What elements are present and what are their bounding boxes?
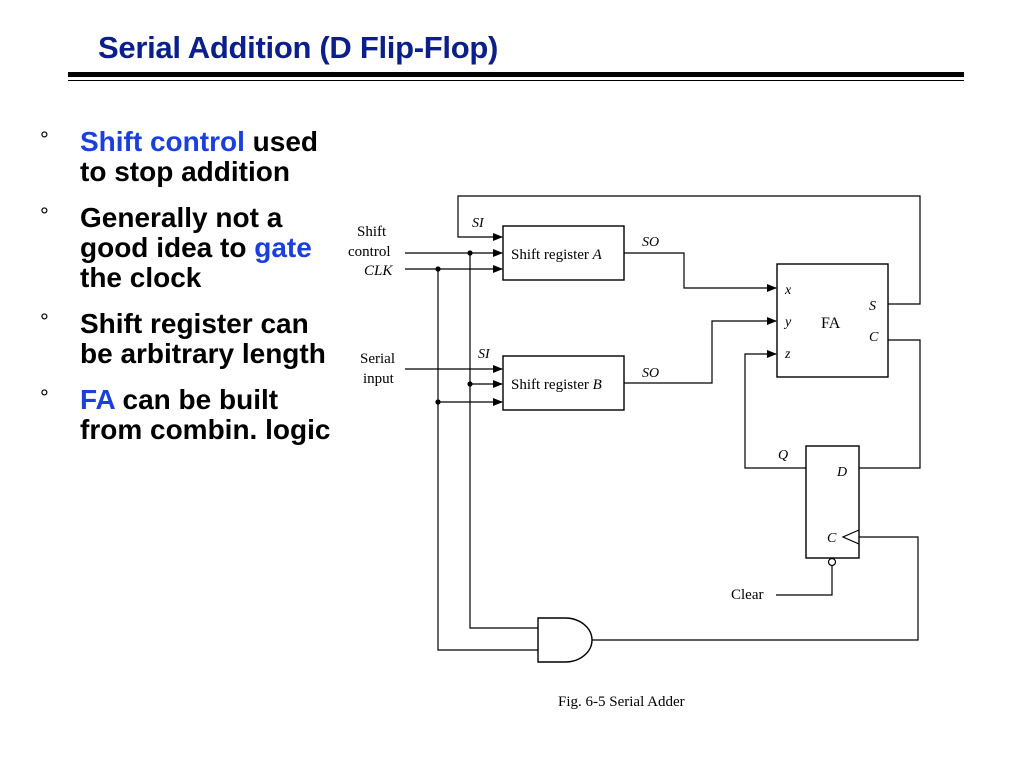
bullet-text-pre: Generally not a good idea to: [80, 202, 283, 263]
wire-q-to-z: [744, 350, 806, 469]
bullet-text: used to stop addition: [80, 126, 319, 187]
shift-register-a: [502, 225, 625, 281]
junction-dot: [435, 399, 441, 405]
wire-shift-control-b: [469, 253, 503, 388]
clock-triangle-icon: [841, 529, 860, 545]
bullet-shift-register: ° Shift register can be arbitrary length: [40, 309, 340, 369]
title-rule-thin: [68, 80, 964, 81]
bullet-gate-clock: ° Generally not a good idea to gate the …: [40, 203, 340, 293]
fa-input-y: y: [783, 315, 792, 330]
shift-register-b-label: Shift register B: [511, 377, 602, 393]
clear-bubble-icon: [827, 557, 837, 567]
ff-d-label: D: [836, 465, 847, 480]
title-rule-thick: [68, 72, 964, 77]
junction-dot: [467, 381, 473, 387]
bullet-degree-icon: °: [40, 203, 49, 228]
fa-output-c: C: [869, 330, 879, 345]
wire-shift-control-gate: [469, 384, 538, 629]
so-a-label: SO: [642, 235, 659, 250]
wire-so-a-to-x: [624, 252, 777, 292]
fa-label: FA: [821, 315, 841, 332]
shift-register-b: [502, 355, 625, 411]
fa-input-z: z: [784, 347, 791, 362]
shift-register-a-label: Shift register A: [511, 247, 603, 263]
figure-caption: Fig. 6-5 Serial Adder: [558, 694, 685, 710]
wire-carry-to-d: [859, 339, 921, 469]
fa-output-s: S: [869, 299, 876, 314]
bullet-highlight: FA: [80, 384, 115, 415]
junction-dot: [467, 250, 473, 256]
wire-sum-to-si-a: [457, 195, 921, 305]
ff-q-label: Q: [778, 448, 788, 463]
bullet-text: Shift register can be arbitrary length: [80, 308, 326, 369]
and-gate: [537, 617, 593, 663]
bullet-degree-icon: °: [40, 309, 49, 334]
bullet-degree-icon: °: [40, 127, 49, 152]
bullet-highlight: Shift control: [80, 126, 245, 157]
si-b-label: SI: [478, 347, 491, 362]
wire-clear: [776, 566, 833, 596]
fa-input-x: x: [784, 283, 792, 298]
so-b-label: SO: [642, 366, 659, 381]
bullet-text: can be built from combin. logic: [80, 384, 331, 445]
label-serial: Serial: [360, 351, 395, 367]
label-control: control: [348, 244, 391, 260]
wire-clk-gate: [437, 402, 538, 651]
bullet-shift-control: ° Shift control used to stop addition: [40, 127, 340, 187]
slide-title: Serial Addition (D Flip-Flop): [98, 30, 498, 65]
bullet-text-post: the clock: [80, 262, 202, 293]
d-flip-flop: [805, 445, 860, 559]
bullet-list: ° Shift control used to stop addition ° …: [40, 127, 340, 461]
bullet-degree-icon: °: [40, 385, 49, 410]
wire-so-b-to-y: [624, 317, 777, 384]
full-adder: [776, 263, 889, 378]
label-shift: Shift: [357, 224, 387, 240]
clear-label: Clear: [731, 587, 763, 603]
junction-dot: [435, 266, 441, 272]
bullet-fa: ° FA can be built from combin. logic: [40, 385, 340, 445]
si-a-label: SI: [472, 216, 485, 231]
bullet-highlight: gate: [254, 232, 312, 263]
ff-c-label: C: [827, 531, 837, 546]
wire-gate-to-clock: [592, 536, 919, 641]
label-clk: CLK: [364, 263, 393, 279]
label-input: input: [363, 371, 395, 387]
